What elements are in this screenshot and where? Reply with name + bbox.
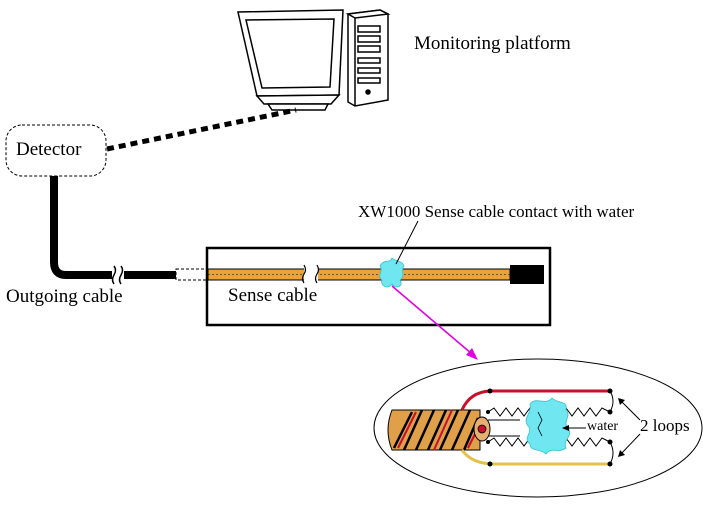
braided-cable xyxy=(387,409,491,451)
outgoing-cable-label: Outgoing cable xyxy=(6,286,123,307)
yellow-wire xyxy=(460,449,610,466)
water-drop-icon xyxy=(525,397,571,455)
note-leader xyxy=(395,220,419,265)
monitor-icon xyxy=(237,9,344,111)
network-link xyxy=(106,107,297,152)
water-label: water xyxy=(587,419,619,434)
cable-detail xyxy=(373,358,703,498)
contact-note-label: XW1000 Sense cable contact with water xyxy=(358,202,635,221)
tower-icon xyxy=(345,9,391,107)
outgoing-cable xyxy=(50,176,209,285)
detector-label: Detector xyxy=(16,139,82,160)
sense-cable-label: Sense cable xyxy=(228,285,318,306)
cable-break-icon xyxy=(301,264,320,284)
sense-cable-housing xyxy=(205,246,552,327)
detail-pointer xyxy=(391,285,478,360)
computer-icon xyxy=(237,9,391,111)
sense-cable xyxy=(207,257,544,288)
cable-break-icon xyxy=(111,265,124,285)
loops-label: 2 loops xyxy=(640,416,690,435)
water-drop-icon xyxy=(379,257,405,288)
monitoring-platform-label: Monitoring platform xyxy=(414,33,571,54)
loops-arrows xyxy=(619,399,641,456)
